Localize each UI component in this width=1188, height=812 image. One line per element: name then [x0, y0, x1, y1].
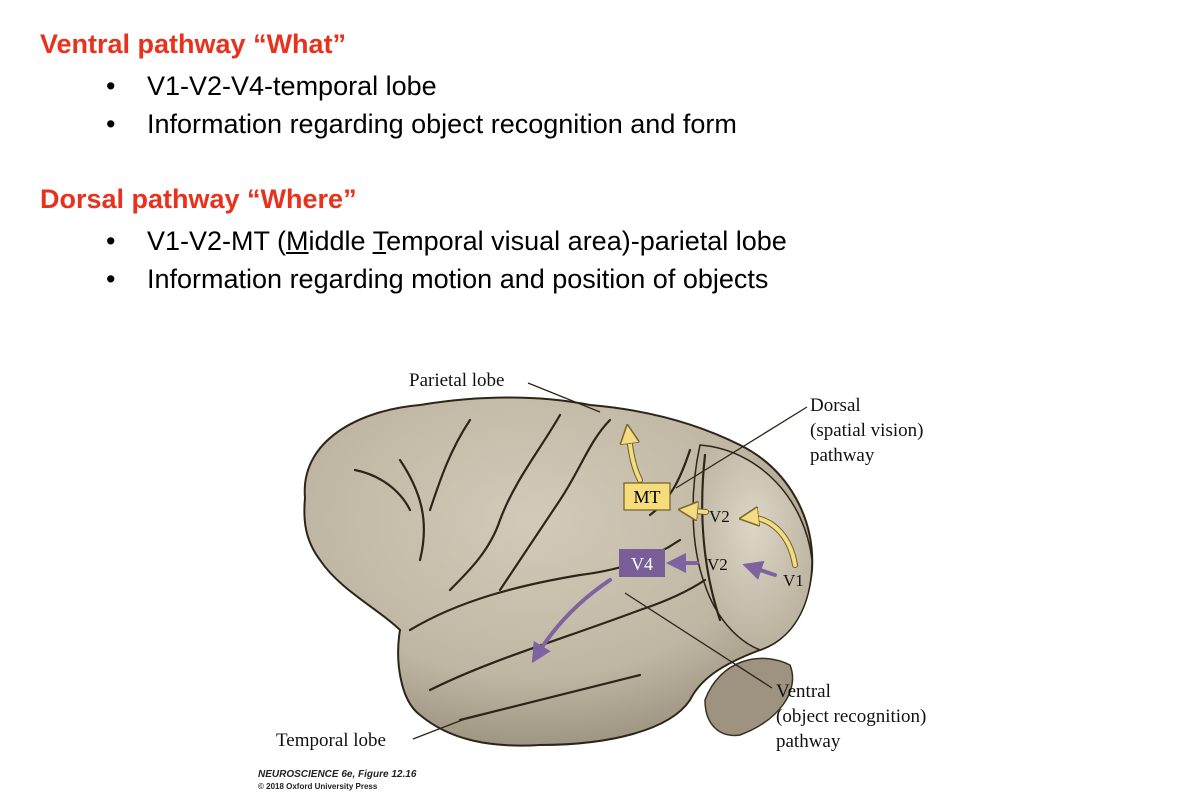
bullet-text-middle: iddle — [308, 226, 373, 256]
mt-label: MT — [634, 487, 661, 507]
v4-box — [619, 549, 665, 577]
central-sulcus-line — [448, 413, 562, 592]
bullet-text: Information regarding motion and positio… — [147, 264, 769, 294]
v2-ventral-label: V2 — [707, 555, 728, 574]
dorsal-leader-line — [675, 406, 808, 489]
intraparietal-sulcus-line — [648, 448, 692, 517]
list-item: • V1-V2-MT (Middle Temporal visual area)-… — [106, 222, 787, 260]
mt-box — [623, 482, 671, 511]
bullet-mark: • — [106, 226, 116, 256]
bullet-mark: • — [106, 264, 116, 294]
figure-credit-title: NEUROSCIENCE 6e, Figure 12.16 — [258, 769, 417, 780]
arcuate-sulcus-line — [398, 458, 426, 562]
underlined-letter-t: T — [372, 226, 387, 256]
bullet-text: Information regarding object recognition… — [147, 109, 737, 139]
dorsal-arrows — [628, 430, 797, 567]
ventral-arrows — [531, 553, 777, 664]
list-item: • Information regarding motion and positi… — [106, 260, 787, 298]
dorsal-label-line1: Dorsal — [810, 395, 861, 416]
postcentral-sulcus-line — [498, 418, 612, 592]
principal-sulcus-line — [353, 468, 412, 512]
ventral-bullet-list: • V1-V2-V4-temporal lobe • Information reg… — [106, 67, 737, 143]
list-item: • Information regarding object recognitio… — [106, 105, 737, 143]
v4-label: V4 — [631, 554, 653, 574]
ventral-heading: Ventral pathway “What” — [40, 29, 347, 59]
bullet-mark: • — [106, 71, 116, 101]
ventral-leader-line — [624, 592, 773, 689]
ventral-label-line1: Ventral — [776, 681, 831, 702]
dorsal-arrow-v2-mt — [684, 510, 708, 512]
underlined-letter-m: M — [286, 226, 309, 256]
dorsal-arrow-mt-parietal — [628, 430, 642, 482]
bullet-text: V1-V2-V4-temporal lobe — [147, 71, 437, 101]
leader-lines — [412, 382, 808, 740]
figure-credit-copyright: © 2018 Oxford University Press — [258, 782, 378, 791]
inferior-temporal-sulcus-line — [458, 673, 642, 722]
ventral-arrow-v4-temporal — [531, 578, 612, 664]
frontal-sulcus-line — [428, 418, 472, 512]
dorsal-bullet-list: • V1-V2-MT (Middle Temporal visual area)-… — [106, 222, 787, 298]
list-item: • V1-V2-V4-temporal lobe — [106, 67, 737, 105]
bullet-text-prefix: V1-V2-MT ( — [147, 226, 287, 256]
dorsal-label-line2: (spatial vision) — [810, 420, 923, 441]
temporal-lobe-label: Temporal lobe — [276, 730, 386, 751]
ventral-arrow-v1-v2 — [742, 560, 777, 580]
parietal-leader-line — [527, 382, 601, 413]
ventral-label-line2: (object recognition) — [776, 706, 926, 727]
ventral-label-line3: pathway — [776, 731, 841, 752]
dorsal-heading: Dorsal pathway “Where” — [40, 184, 357, 214]
parietal-lobe-label: Parietal lobe — [409, 370, 505, 391]
superior-temporal-sulcus-line — [428, 578, 707, 692]
v2-dorsal-label: V2 — [709, 507, 730, 526]
temporal-leader-line — [412, 716, 471, 740]
dorsal-label-line3: pathway — [810, 445, 875, 466]
v1-label: V1 — [783, 571, 804, 590]
bullet-mark: • — [106, 109, 116, 139]
brainstem-shape — [704, 657, 794, 737]
dorsal-arrow-v1-v2 — [745, 518, 797, 567]
bullet-text-suffix: emporal visual area)-parietal lobe — [386, 226, 787, 256]
occipital-lobe-shape — [692, 444, 813, 651]
